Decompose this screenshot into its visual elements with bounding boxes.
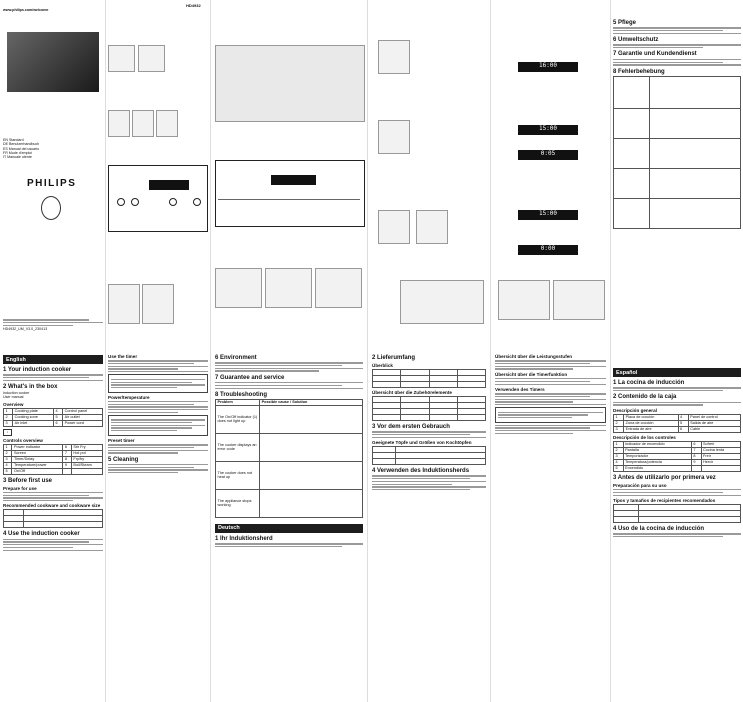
tab-deutsch: Deutsch [215, 523, 363, 533]
cooktop-image [215, 45, 365, 122]
shield-icon [41, 196, 61, 220]
display-1: 16:00 [518, 62, 578, 72]
fold-line [105, 0, 106, 702]
note-icon: i [3, 428, 12, 436]
url: www.philips.com/welcome [3, 8, 49, 12]
fold-line [490, 0, 491, 702]
control-panel-large [215, 160, 365, 227]
column-display-figures: 16:00 15:00 0:05 15:00 0:00 Übersicht üb… [493, 0, 608, 702]
english-section: English 1 Your induction cooker 2 What's… [2, 352, 104, 552]
fold-line [367, 0, 368, 702]
tab-espanol: Español [613, 368, 741, 377]
display-3: 0:05 [518, 150, 578, 160]
column-deutsch: 2 Lieferumfang Überblick Übersicht über … [370, 0, 488, 702]
language-list: EN Standard DE Benutzerhandbuch ES Manua… [3, 138, 40, 160]
display-2: 15:00 [518, 125, 578, 135]
display-4: 15:00 [518, 210, 578, 220]
fehlerbehebung-table [613, 75, 742, 229]
fold-line [210, 0, 211, 702]
column-deutsch-espanol: 5 Pflege 6 Umweltschutz 7 Garantie und K… [612, 0, 742, 702]
espanol-section: Español 1 La cocina de inducción 2 Conte… [612, 365, 742, 539]
control-panel-diagram [108, 165, 208, 232]
product-image [7, 32, 99, 92]
tab-english: English [3, 355, 103, 364]
fold-line [610, 0, 611, 702]
column-cover-english: www.philips.com/welcome EN Standard DE B… [2, 0, 104, 702]
column-cookware-troubleshooting: 6 Environment 7 Guarantee and service 8 … [213, 0, 365, 702]
display-5: 0:00 [518, 245, 578, 255]
brand-logo: PHILIPS [27, 178, 77, 189]
column-figures-english: HD4932 Use the timer Power/temperature P… [108, 0, 208, 702]
